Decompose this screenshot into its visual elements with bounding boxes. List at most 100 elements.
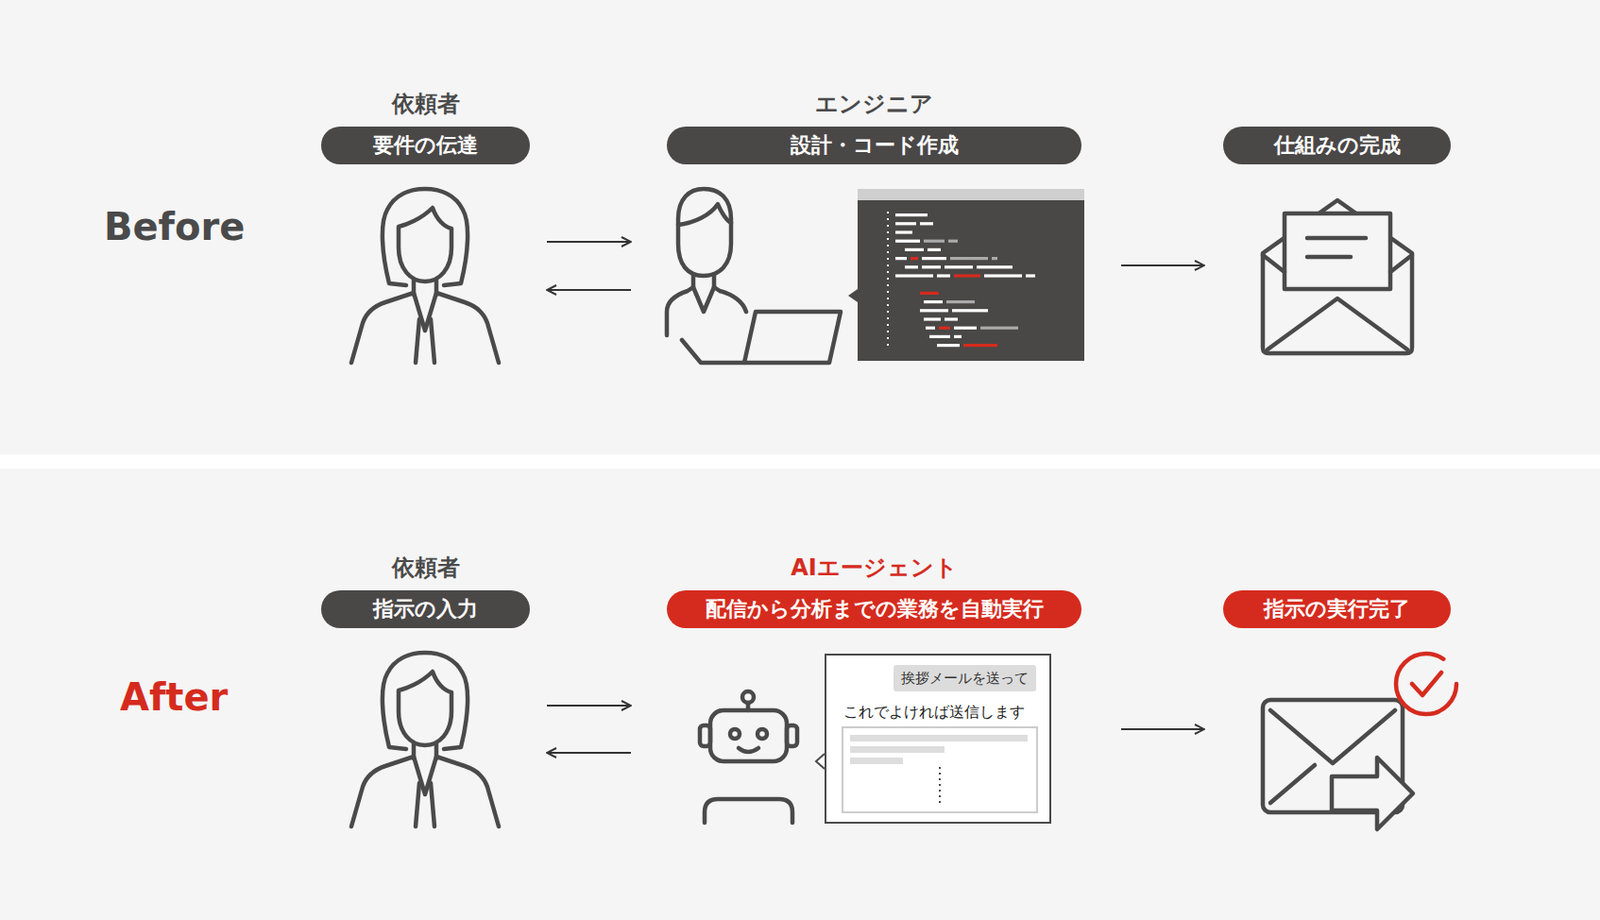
code-line (895, 239, 920, 243)
code-line (925, 326, 936, 330)
code-line (936, 343, 960, 347)
after-panel (0, 468, 1600, 920)
step-pill: 設計・コード作成 (666, 126, 1082, 165)
command-text: 挨拶メールを送って (901, 668, 1029, 688)
robot-icon (699, 691, 798, 823)
requester-icon (351, 652, 499, 827)
robot-icon-part (710, 710, 787, 762)
code-line (944, 317, 958, 321)
robot-icon-part (757, 729, 767, 739)
engineer-icon-part (693, 273, 715, 288)
code-line (976, 265, 1013, 269)
send-icon-part (1331, 757, 1413, 830)
code-line (895, 221, 917, 225)
code-line (921, 256, 947, 260)
code-line (953, 326, 977, 330)
code-screen-part (857, 188, 1085, 361)
code-line (929, 335, 951, 339)
step-pill: 指示の実行完了 (1223, 590, 1451, 629)
flow-arrow (546, 240, 631, 243)
code-line (946, 300, 975, 304)
chat-window-part (938, 766, 941, 805)
chat-window-part (850, 746, 945, 753)
code-line (910, 256, 919, 260)
code-line (948, 239, 958, 243)
flow-arrow (1121, 264, 1205, 267)
send-icon-part (1395, 653, 1457, 715)
code-line (904, 265, 919, 269)
result-column: 仕組みの完成 (1223, 126, 1451, 363)
code-line (895, 213, 928, 217)
code-line (919, 221, 934, 225)
robot-icon-part (786, 725, 798, 747)
requester-column: 依頼者指示の入力 (321, 552, 530, 827)
code-line (952, 308, 988, 312)
engineer-icon-part (666, 287, 747, 336)
code-line (919, 291, 939, 295)
engineer-icon-part (678, 188, 732, 276)
role-heading: 依頼者 (321, 88, 530, 120)
chat-window-part (842, 727, 1038, 813)
robot-icon-part (738, 748, 759, 752)
send-icon-part (1412, 672, 1442, 696)
code-line (919, 308, 949, 312)
code-line (991, 256, 998, 260)
phase-label: After (119, 674, 228, 720)
envelope-icon-part (1284, 213, 1391, 290)
step-pill: 仕組みの完成 (1223, 126, 1451, 165)
flow-arrow (546, 751, 631, 754)
send-icon (1262, 653, 1457, 830)
code-line (953, 335, 962, 339)
code-screen-part (857, 188, 1085, 201)
code-line (936, 273, 951, 277)
requester-column: 依頼者要件の伝達 (321, 88, 530, 363)
engineer-icon-part (681, 340, 745, 363)
send-icon-part (1270, 765, 1315, 803)
before-panel (0, 0, 1600, 455)
step-pill: 指示の入力 (321, 590, 530, 629)
code-line (921, 265, 941, 269)
chat-window-part (816, 753, 825, 769)
envelope-icon-part (1307, 238, 1366, 257)
role-heading: 依頼者 (321, 552, 530, 583)
code-line (923, 317, 941, 321)
chat-window-part (850, 757, 903, 765)
phase-label: Before (103, 204, 245, 250)
role-heading: AIエージェント (666, 552, 1082, 583)
flow-arrow (546, 289, 631, 291)
code-line (927, 248, 941, 252)
code-screen-part (886, 211, 889, 348)
robot-icon-part (730, 729, 740, 739)
code-line (895, 256, 907, 260)
command-tag: 挨拶メールを送って (893, 664, 1037, 692)
envelope-icon (1262, 200, 1413, 354)
chat-window-part (824, 653, 1052, 824)
send-icon-part (1270, 710, 1396, 764)
chat-window-part (850, 734, 1028, 742)
chat-window (816, 653, 1052, 824)
code-line (953, 273, 981, 277)
agent-column: 挨拶メールを送ってこれでよければ送信します AIエージェント配信から分析までの業務… (666, 552, 1082, 827)
code-screen-part (848, 289, 858, 303)
code-line (944, 265, 973, 269)
code-line (950, 256, 988, 260)
step-pill: 要件の伝達 (321, 126, 530, 165)
engineer-icon (666, 188, 841, 363)
role-heading: エンジニア (666, 88, 1082, 120)
engineer-icon-part (744, 311, 841, 363)
robot-icon-part (699, 725, 711, 747)
engineer-icon-part (678, 204, 732, 225)
requester-icon (351, 188, 499, 363)
envelope-icon-part (1267, 298, 1408, 350)
code-line (938, 326, 951, 330)
flow-arrow (1121, 728, 1205, 731)
step-pill: 配信から分析までの業務を自動実行 (666, 590, 1082, 629)
chat-message: これでよければ送信します (843, 702, 1025, 723)
code-line (895, 273, 934, 277)
code-line (904, 248, 924, 252)
robot-icon-part (704, 799, 793, 823)
flow-arrow (546, 704, 631, 707)
chat-window: 挨拶メールを送ってこれでよければ送信します (824, 653, 1052, 824)
code-screen (848, 188, 1085, 361)
